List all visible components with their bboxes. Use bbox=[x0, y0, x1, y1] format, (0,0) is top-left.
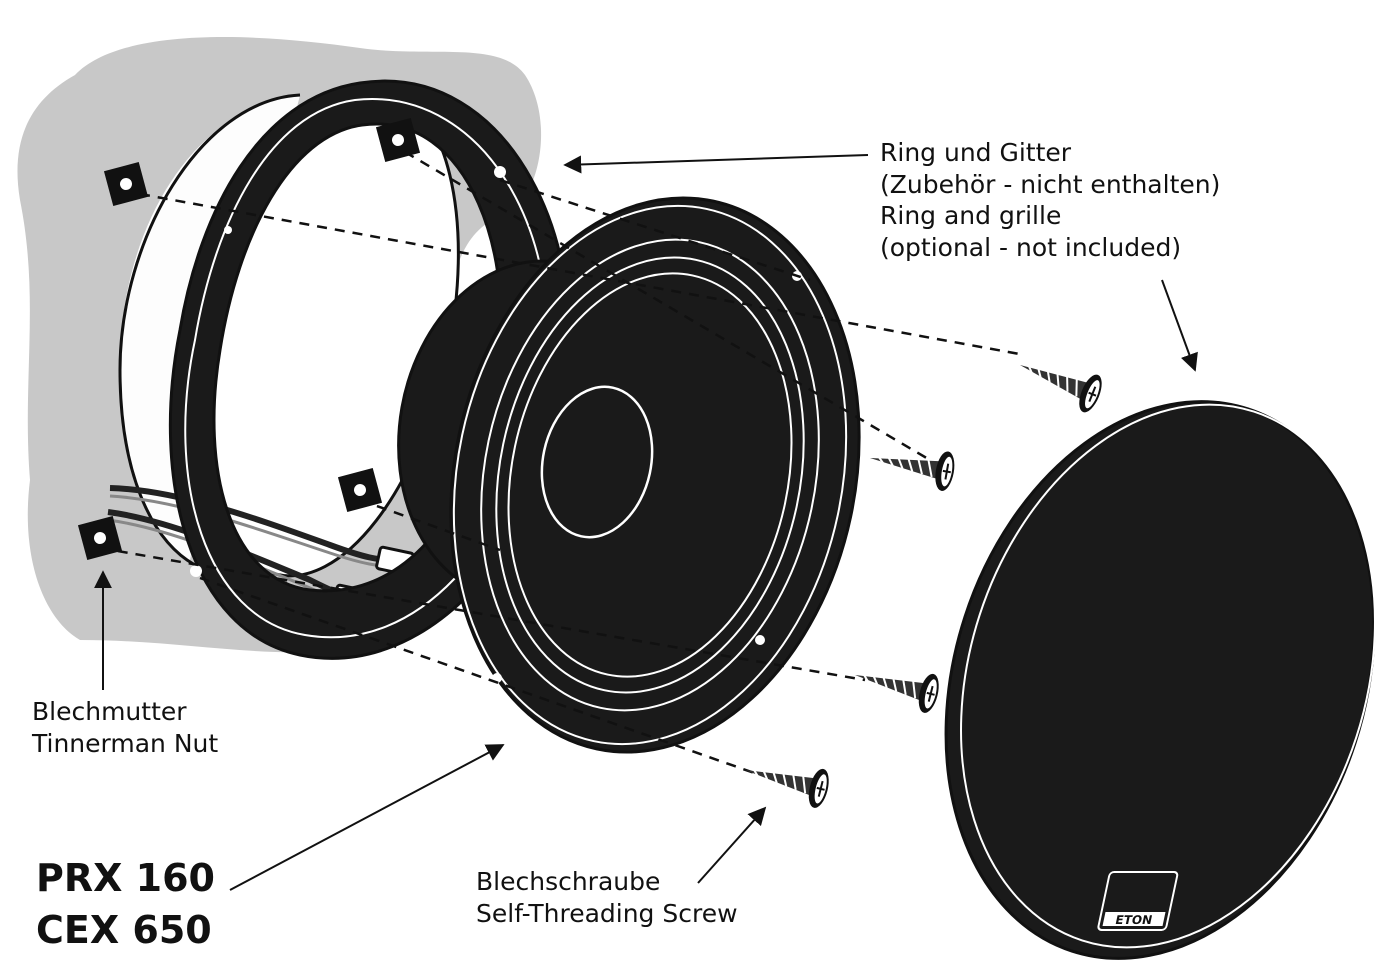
grille-logo: ETON bbox=[1097, 871, 1179, 931]
label-nut-en: Tinnerman Nut bbox=[32, 729, 219, 758]
label-ring-grille-de-note: (Zubehör - nicht enthalten) bbox=[880, 170, 1221, 199]
label-ring-grille-en-note: (optional - not included) bbox=[880, 233, 1182, 262]
label-ring-grille-de: Ring und Gitter bbox=[880, 138, 1072, 167]
alignment-lines bbox=[99, 150, 1026, 777]
speaker-grille: ETON bbox=[944, 400, 1376, 960]
label-screw-en: Self-Threading Screw bbox=[476, 899, 738, 928]
grille-logo-text: ETON bbox=[1114, 913, 1154, 927]
label-arrows bbox=[94, 154, 1198, 891]
speaker-driver bbox=[397, 196, 861, 754]
label-nut-de: Blechmutter bbox=[32, 697, 187, 726]
tinnerman-nuts bbox=[77, 117, 421, 561]
model-name-cex: CEX 650 bbox=[36, 908, 212, 952]
label-ring-grille-en: Ring and grille bbox=[880, 201, 1062, 230]
self-threading-screws bbox=[745, 364, 1102, 808]
model-name-prx: PRX 160 bbox=[36, 856, 215, 900]
label-screw-de: Blechschraube bbox=[476, 867, 661, 896]
